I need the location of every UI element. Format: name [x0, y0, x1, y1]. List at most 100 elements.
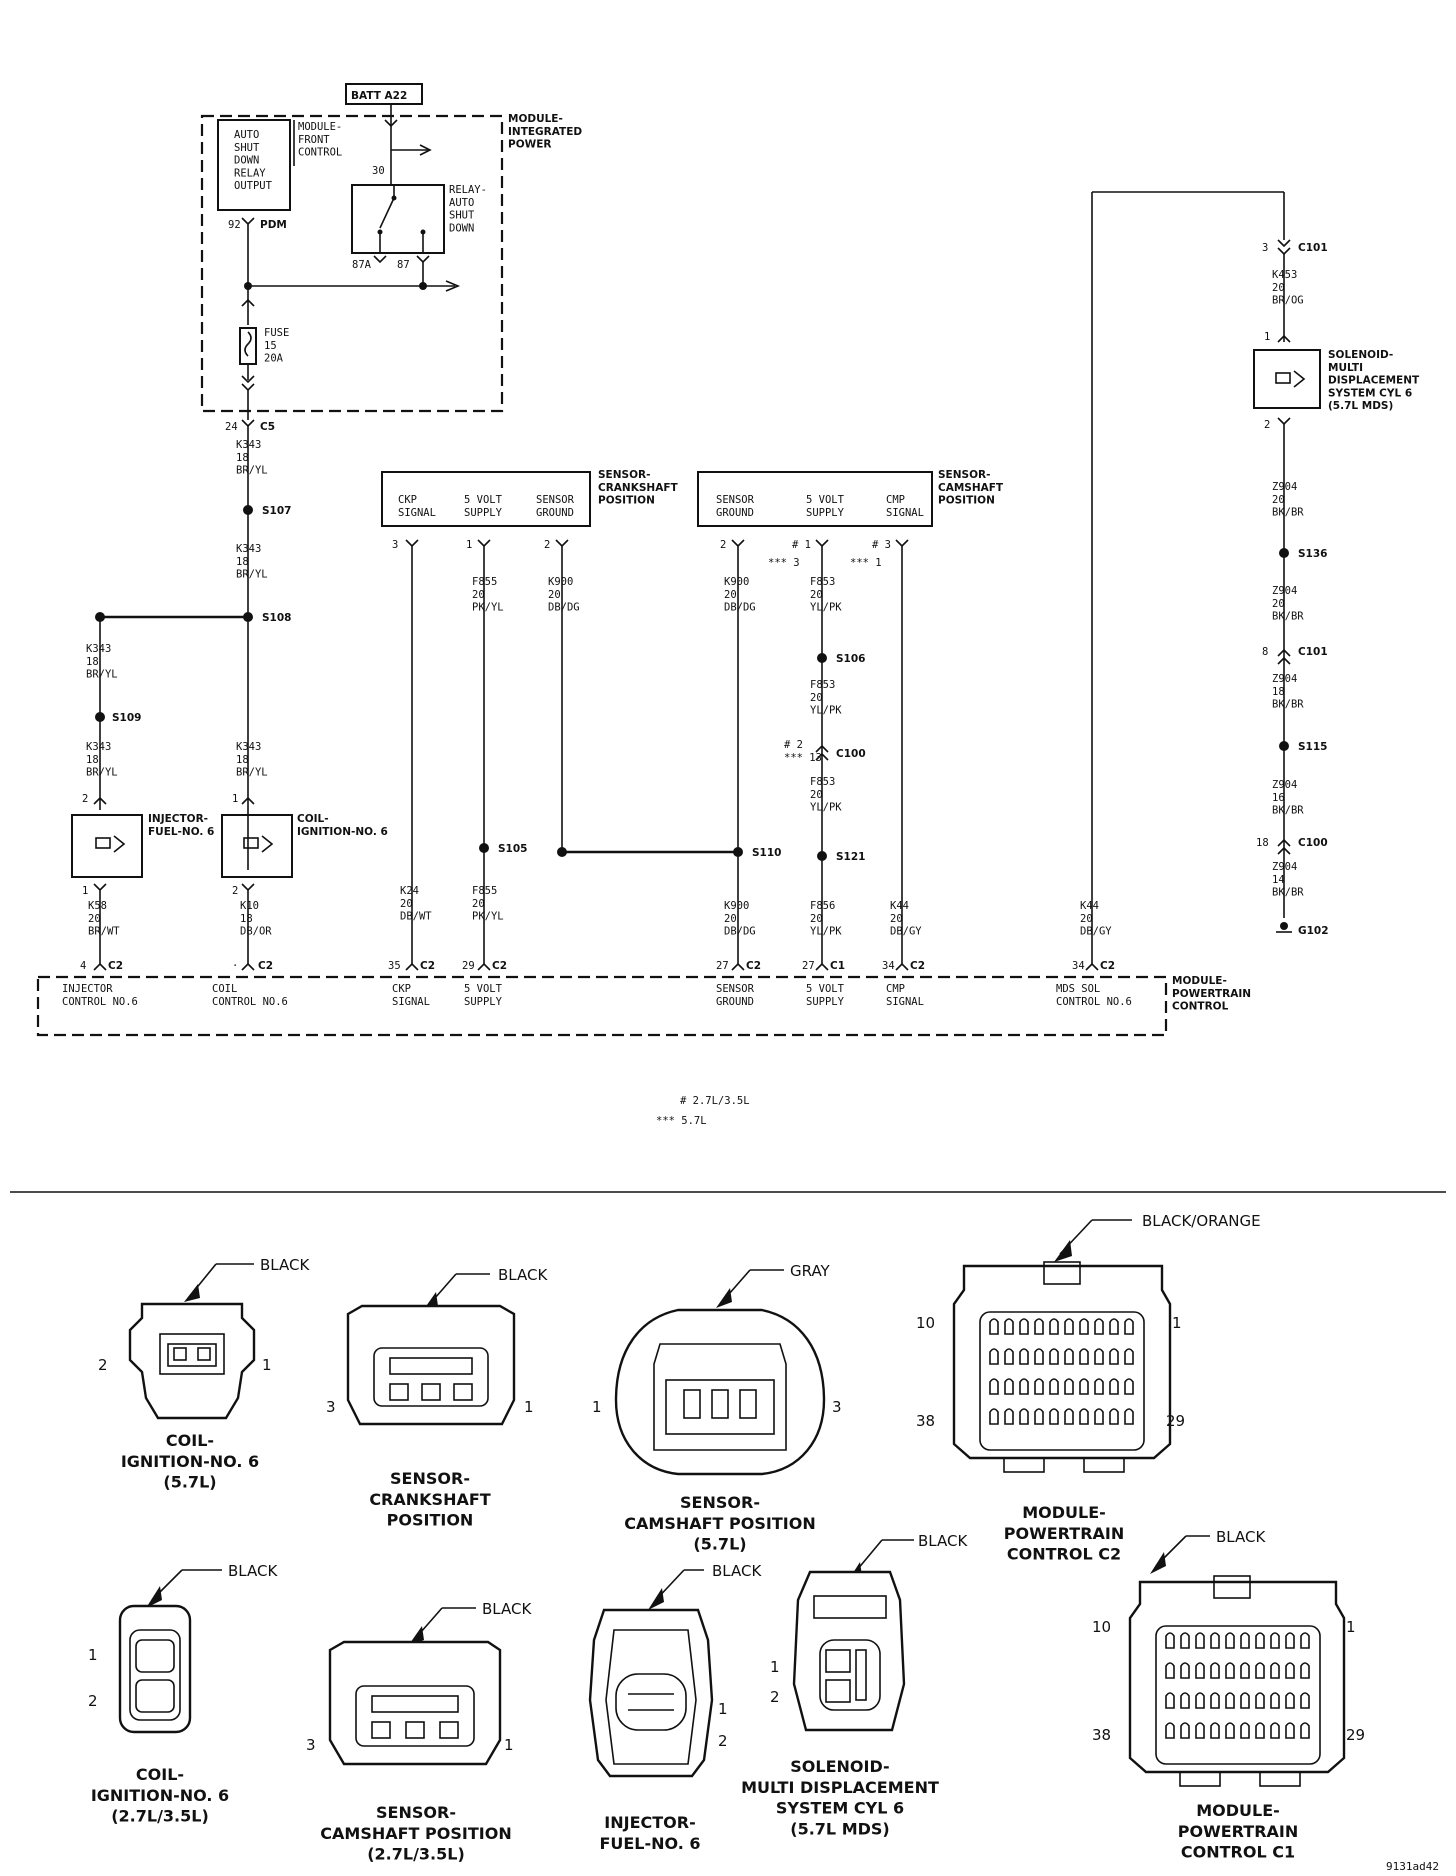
pcm-c2-pin-d: 29	[1166, 1412, 1185, 1430]
pcm-conn: C2	[910, 960, 925, 972]
connector-pin-cavity	[1079, 1318, 1089, 1335]
connector-pin-cavity	[1300, 1722, 1310, 1739]
connector-pin-cavity	[1049, 1378, 1059, 1395]
connector-pin-cavity	[1195, 1722, 1205, 1739]
s108-label: S108	[262, 612, 291, 624]
cmp-57-pin-a: 1	[592, 1398, 602, 1416]
connector-pin-cavity	[1180, 1662, 1190, 1679]
connector-pin-cavity	[1210, 1722, 1220, 1739]
cmp-2735-pin-a: 3	[306, 1736, 316, 1754]
ckp-color: BLACK	[498, 1266, 548, 1284]
connector-pin-cavity	[989, 1378, 999, 1395]
connector-pin-cavity	[1004, 1408, 1014, 1425]
pcm-pin: 35	[388, 960, 401, 972]
connector-pin-cavity	[1109, 1378, 1119, 1395]
mds-c101-label: C101	[1298, 242, 1328, 254]
connector-pin-cavity	[1109, 1408, 1119, 1425]
connector-pin-cavity	[1300, 1632, 1310, 1649]
coil-57-color: BLACK	[260, 1256, 310, 1274]
connector-pin-cavity	[1240, 1722, 1250, 1739]
cmp-pin-sig: # 3	[872, 539, 891, 551]
s109-label: S109	[112, 712, 141, 724]
connector-pin-cavity	[1270, 1722, 1280, 1739]
ckp-pin-b: 1	[524, 1398, 534, 1416]
pcm-c2-pin-b: 1	[1172, 1314, 1182, 1332]
connector-pin-cavity	[1004, 1348, 1014, 1365]
connector-pin-cavity	[1285, 1722, 1295, 1739]
connector-pin-cavity	[1124, 1318, 1134, 1335]
connector-pin-cavity	[1210, 1662, 1220, 1679]
connector-pin-cavity	[1064, 1348, 1074, 1365]
connector-pin-cavity	[1270, 1632, 1280, 1649]
pcm-pin: 29	[462, 960, 475, 972]
connector-pin-cavity	[1210, 1692, 1220, 1709]
coil-57-connector: BLACK 2 1 COIL-IGNITION-NO. 6(5.7L)	[98, 1256, 310, 1492]
c100-label: C100	[836, 748, 866, 760]
connector-pin-cavity	[989, 1408, 999, 1425]
injector-connector: BLACK 1 2 INJECTOR-FUEL-NO. 6	[588, 1562, 762, 1853]
connector-pin-cavity	[1124, 1408, 1134, 1425]
connector-pin-cavity	[1079, 1348, 1089, 1365]
pcm-c2-connector: BLACK/ORANGE 10 1 38 29 MODULE-POWERTRAI…	[916, 1212, 1261, 1564]
connector-pin-cavity	[1285, 1662, 1295, 1679]
connector-pin-cavity	[1195, 1632, 1205, 1649]
s107-label: S107	[262, 505, 291, 517]
s121-label: S121	[836, 851, 865, 863]
connector-pin-cavity	[1240, 1632, 1250, 1649]
connector-pin-cavity	[1064, 1378, 1074, 1395]
injector-pin-a: 1	[718, 1700, 728, 1718]
connector-pin-cavity	[1064, 1408, 1074, 1425]
coil-label: COIL-IGNITION-NO. 6	[297, 813, 388, 838]
connector-pin-cavity	[1285, 1632, 1295, 1649]
pcm-pin: ·	[232, 960, 238, 972]
cmp-pin-sig-alt: *** 1	[850, 557, 882, 569]
pcm-pin: 27	[802, 960, 815, 972]
c100-gnd-pin: 18	[1256, 837, 1269, 849]
fuse-box	[239, 327, 257, 365]
pin-87a: 87A	[352, 259, 372, 271]
injector-title: INJECTOR-FUEL-NO. 6	[599, 1813, 700, 1853]
cmp-2735-pin-b: 1	[504, 1736, 514, 1754]
c101-gnd-pin: 8	[1262, 646, 1268, 658]
batt-a22-box	[345, 83, 423, 105]
coil-57-shell	[128, 1302, 256, 1420]
coil-2735-pin-b: 2	[88, 1692, 98, 1710]
connector-pin-cavity	[1255, 1662, 1265, 1679]
cmp-57-pin-b: 3	[832, 1398, 842, 1416]
connector-views: BLACK 2 1 COIL-IGNITION-NO. 6(5.7L) BLAC…	[88, 1212, 1439, 1873]
connector-pin-cavity	[1180, 1692, 1190, 1709]
ckp-pin-a: 3	[326, 1398, 336, 1416]
pcm-c2-color: BLACK/ORANGE	[1142, 1212, 1261, 1230]
pcm-c1-pin-d: 29	[1346, 1726, 1365, 1744]
mds-solenoid-box	[1253, 349, 1321, 409]
